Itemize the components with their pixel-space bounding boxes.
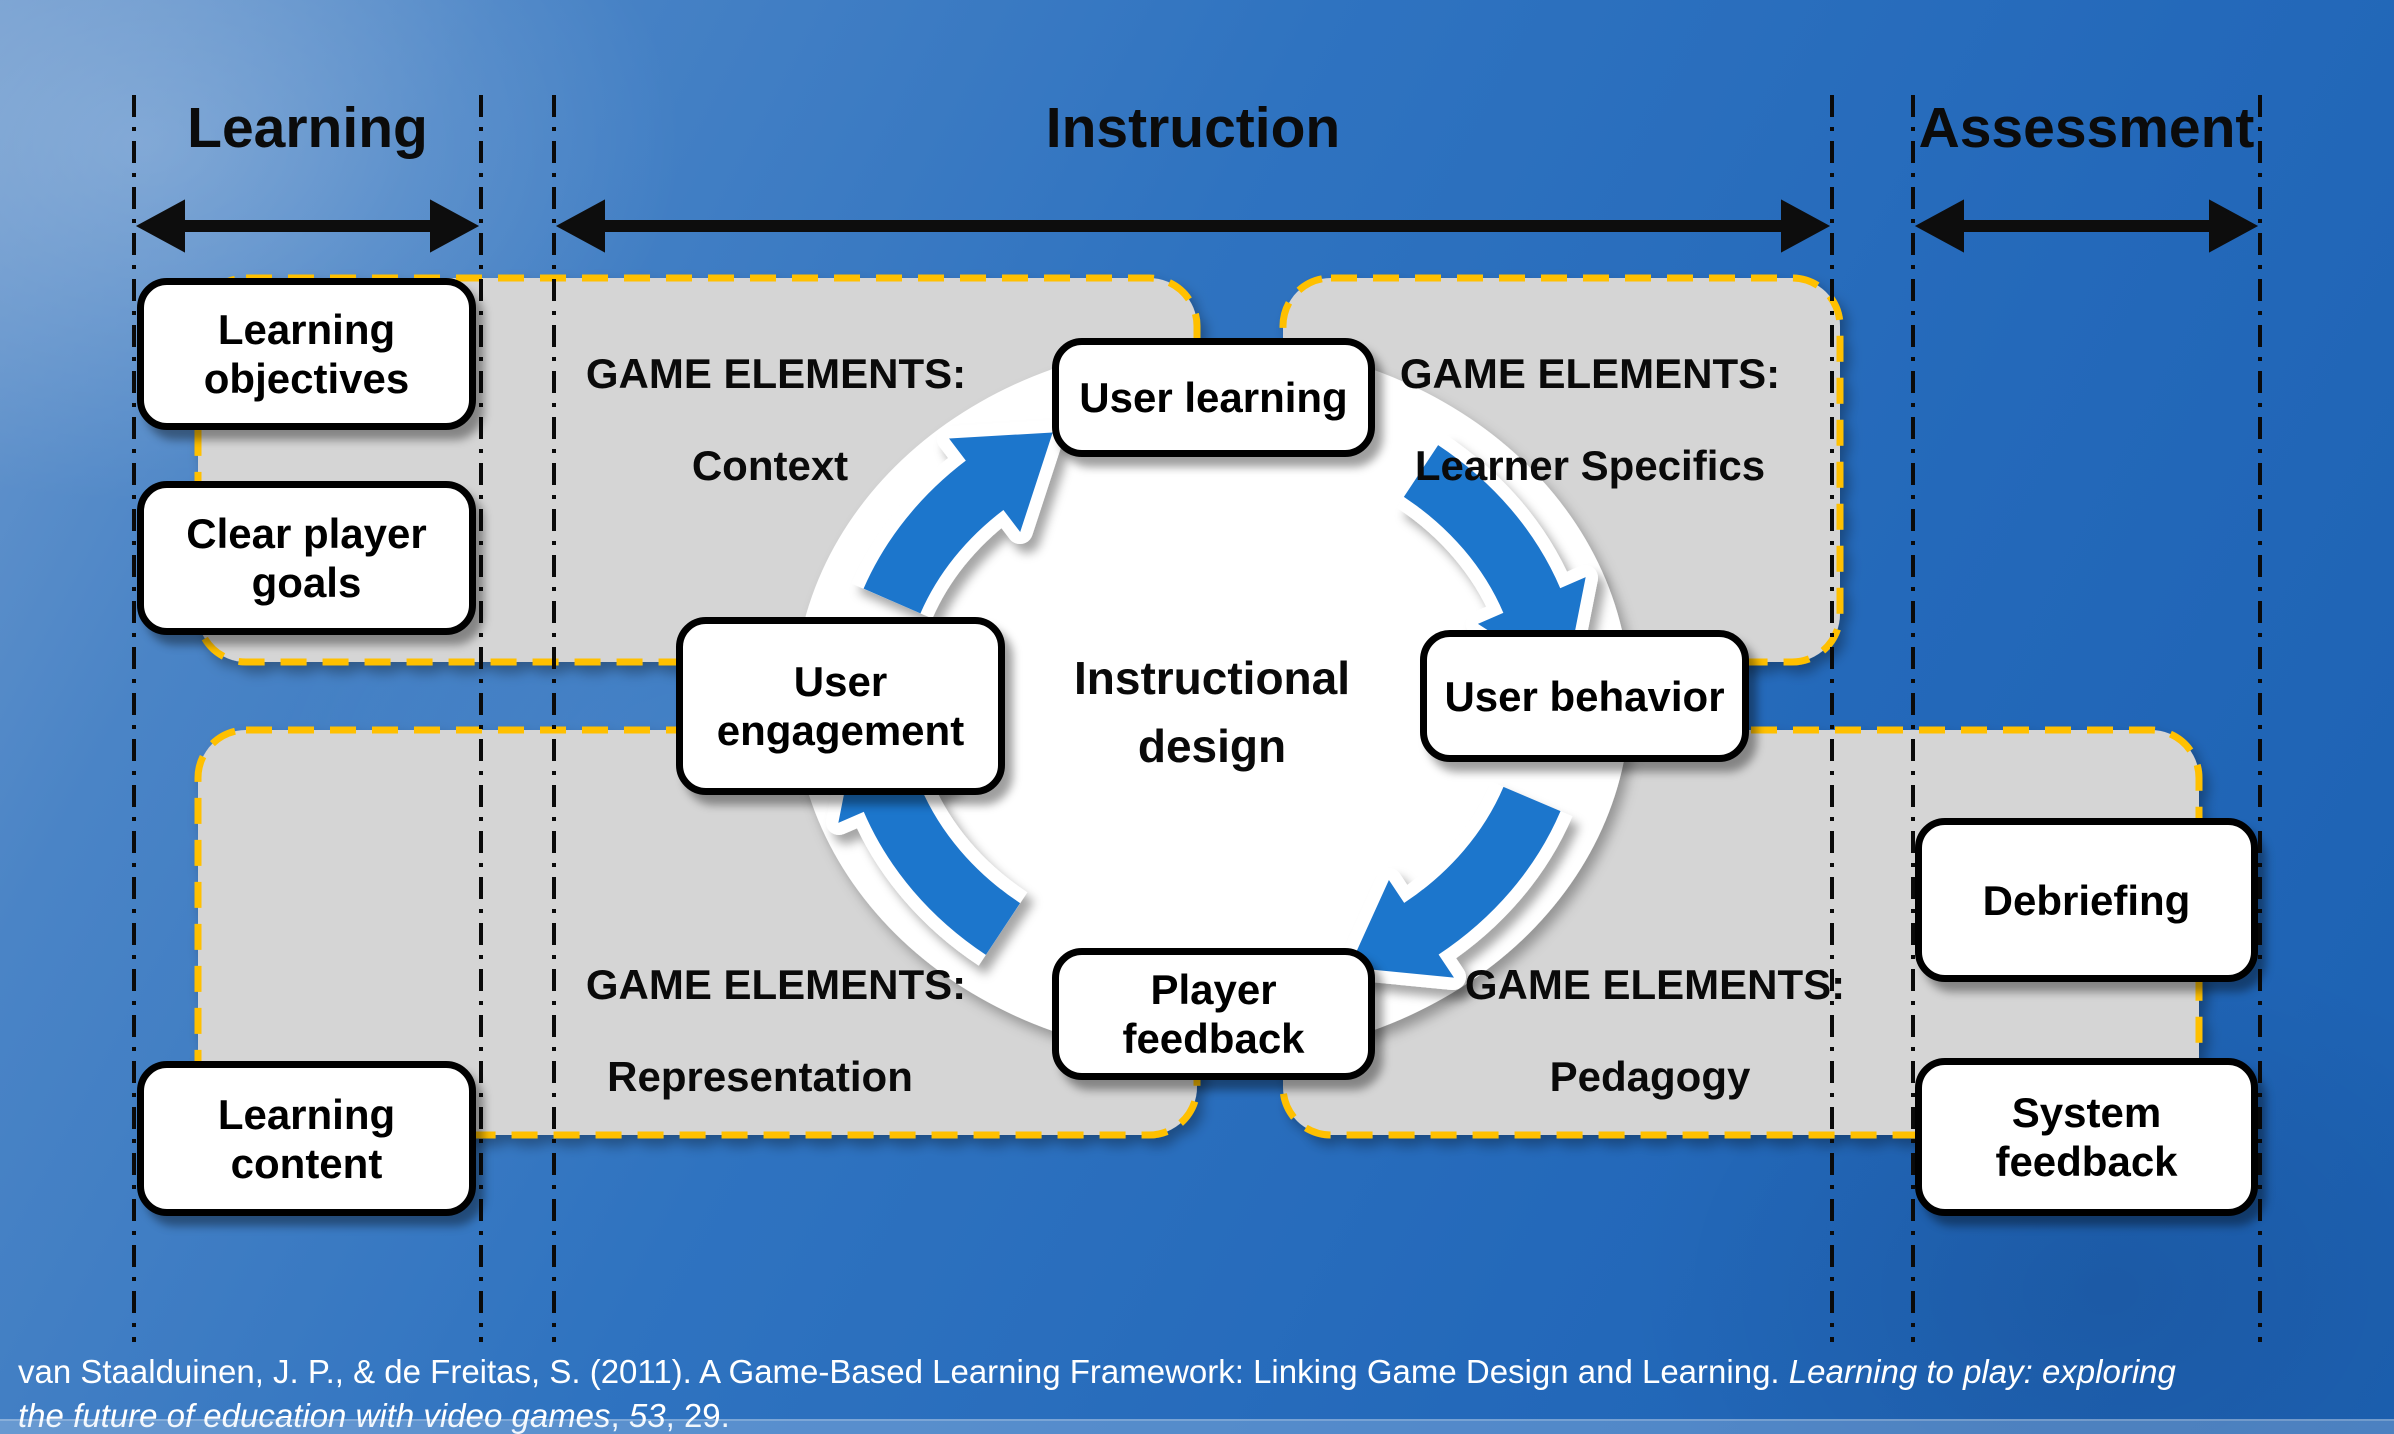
instructional-design-line2: design [1137,720,1287,772]
box-clear-player-goals: Clear player goals [137,481,476,635]
panel-representation-subtitle: Representation [607,1053,913,1100]
instructional-design-label: Instructional design [1012,644,1412,780]
panel-pedagogy-subtitle: Pedagogy [1549,1053,1751,1100]
panel-pedagogy-title: GAME ELEMENTS: [1464,961,1846,1008]
box-user-behavior: User behavior [1420,630,1749,762]
span-arrows [135,199,2259,253]
instructional-design-line1: Instructional [1073,652,1351,704]
arrow-learning-to-behavior [1403,445,1561,614]
box-learning-objectives: Learning objectives [137,278,476,430]
instruction-span-arrow [555,199,1831,253]
arrowhead-to-user-learning [949,432,1053,533]
box-player-feedback: Player feedback [1052,948,1375,1080]
slide-bottom-highlight [0,1419,2394,1421]
column-header-instruction: Instruction [1045,96,1341,160]
panel-context-title: GAME ELEMENTS: [585,350,967,397]
citation-line2-page: , 29. [665,1397,730,1434]
citation-line2-comma: , [610,1397,629,1434]
slide-bottom-strip [0,1421,2394,1434]
citation-line1-roman: van Staalduinen, J. P., & de Freitas, S.… [18,1353,1789,1390]
box-user-engagement: User engagement [676,617,1005,795]
column-header-learning: Learning [187,96,428,160]
arrow-behavior-to-feedback [1403,786,1561,955]
citation-line1-italic: Learning to play: exploring [1788,1353,2176,1390]
citation-line-1: van Staalduinen, J. P., & de Freitas, S.… [18,1350,2388,1394]
panel-learner-specifics-subtitle: Learner Specifics [1414,442,1766,489]
arrowhead-to-player-feedback [1349,879,1455,978]
citation-line2-italic-title: the future of education with video games [18,1397,611,1434]
box-system-feedback: System feedback [1915,1058,2258,1216]
citation-line-2: the future of education with video games… [18,1394,2388,1434]
learning-span-arrow [135,199,480,253]
arrow-feedback-to-engagement [863,786,1021,955]
panel-representation-title: GAME ELEMENTS: [585,961,967,1008]
box-user-learning: User learning [1052,338,1375,457]
panel-context-subtitle: Context [691,442,849,489]
panel-learner-specifics-title: GAME ELEMENTS: [1399,350,1781,397]
box-debriefing: Debriefing [1915,818,2258,982]
assessment-span-arrow [1914,199,2259,253]
column-header-assessment: Assessment [1918,96,2255,160]
arrow-engagement-to-learning [863,460,1005,614]
box-learning-content: Learning content [137,1061,476,1216]
citation-line2-volume: 53 [628,1397,666,1434]
